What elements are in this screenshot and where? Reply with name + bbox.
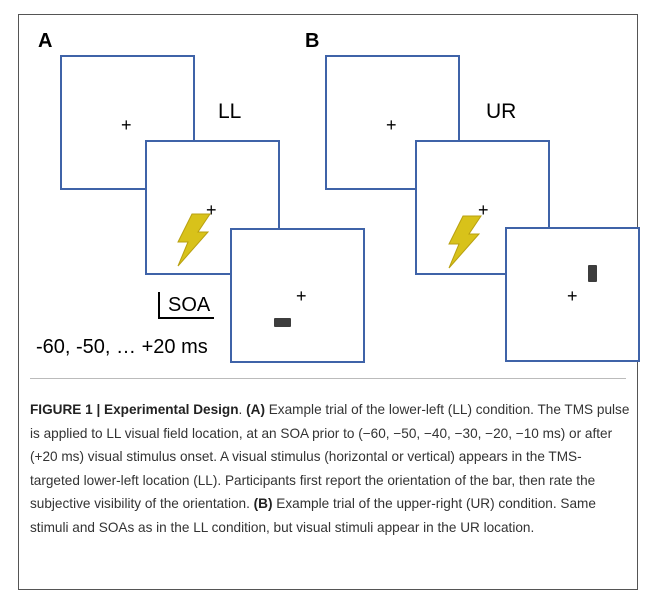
fixation-cross: + — [296, 286, 307, 306]
caption-ref-b: (B) — [253, 496, 273, 512]
tms-pulse-bolt-icon — [177, 213, 211, 267]
horizontal-bar-stimulus — [274, 318, 291, 327]
panel-b-frame-3: + — [505, 227, 640, 362]
soa-bracket — [158, 292, 214, 319]
figure-caption: FIGURE 1 | Experimental Design. (A) Exam… — [30, 398, 630, 540]
caption-text-b: Example trial of the upper-right (UR) co… — [30, 496, 596, 535]
fixation-cross: + — [567, 286, 578, 306]
fixation-cross: + — [386, 115, 397, 135]
fixation-cross: + — [121, 115, 132, 135]
panel-a-condition-label: LL — [218, 100, 242, 123]
caption-divider — [30, 378, 626, 379]
tms-pulse-bolt-icon — [448, 215, 482, 269]
caption-separator: . — [238, 402, 247, 417]
caption-ref-a: (A) — [246, 402, 265, 417]
soa-label: SOA — [168, 294, 211, 316]
panel-a-letter: A — [38, 30, 53, 52]
caption-lead: FIGURE 1 | Experimental Design — [30, 402, 239, 417]
panel-b-condition-label: UR — [486, 100, 517, 123]
fixation-cross: + — [478, 200, 489, 220]
soa-range-label: -60, -50, … +20 ms — [36, 336, 208, 358]
panel-b-letter: B — [305, 30, 320, 52]
panel-a-frame-3: + — [230, 228, 365, 363]
vertical-bar-stimulus — [588, 265, 597, 282]
caption-text-a: Example trial of the lower-left (LL) con… — [30, 402, 630, 512]
fixation-cross: + — [206, 200, 217, 220]
